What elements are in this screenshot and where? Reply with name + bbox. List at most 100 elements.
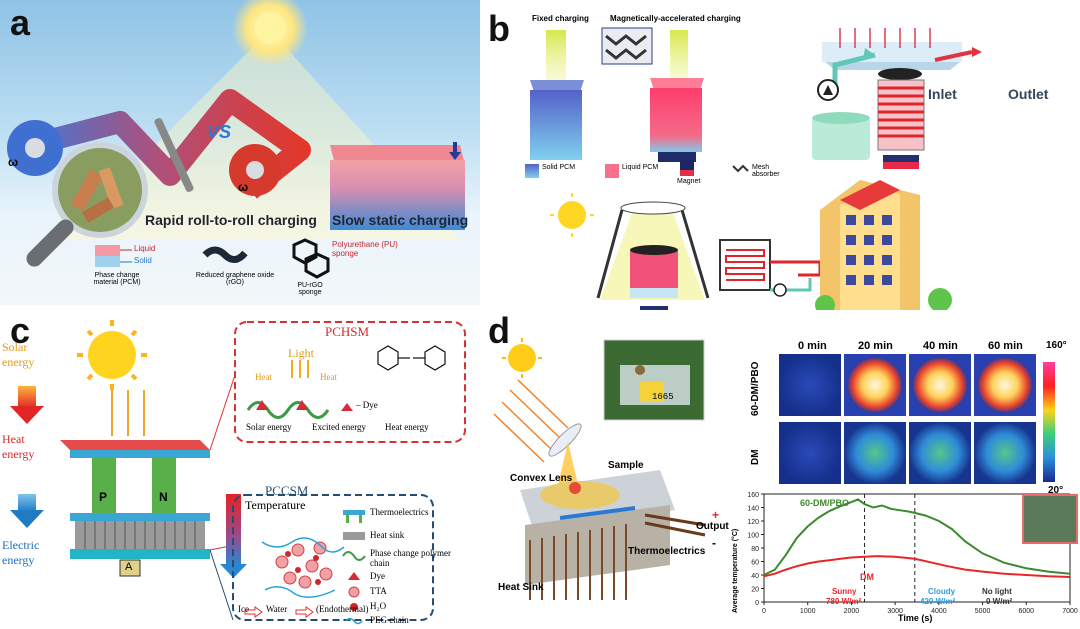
- molecule-icon: [377, 345, 446, 371]
- sun-icon-c: [88, 331, 136, 379]
- caption-slow: Slow static charging: [332, 212, 469, 228]
- time-60: 60 min: [988, 340, 1023, 352]
- x-tick-label: 5000: [975, 608, 991, 615]
- rgo-icon: [202, 246, 248, 263]
- heat-energy-label: Heat energy: [2, 432, 35, 461]
- annot-sunny-sub: 780 W/m²: [826, 597, 862, 606]
- legend-peg: PEG chain: [370, 615, 409, 625]
- legend-dye: Dye: [370, 571, 385, 581]
- legend-polymer: Phase change polymer chain: [370, 548, 451, 568]
- outlet-label: Outlet: [1008, 86, 1049, 102]
- panel-a-illustration: [7, 0, 465, 279]
- panel-b-illustration: [525, 27, 982, 320]
- row-label-dm: DM: [750, 449, 761, 465]
- mag-charging-title: Magnetically-accelerated charging: [610, 14, 741, 23]
- static-block: [330, 160, 465, 230]
- p-label: P: [99, 490, 108, 504]
- x-tick-label: 6000: [1018, 608, 1034, 615]
- legend-series-2: DM: [860, 572, 874, 582]
- panel-d: d: [480, 310, 1080, 629]
- panel-c: c: [0, 310, 480, 629]
- solar-energy-label: Solar energy: [2, 340, 35, 369]
- panel-c-label: c: [10, 310, 31, 351]
- panel-c-illustration: [10, 320, 466, 625]
- flow-excited: Excited energy: [312, 422, 367, 432]
- legend-thermoelectrics: Thermoelectrics: [370, 507, 429, 517]
- sample-label: Sample: [608, 460, 644, 471]
- y-tick-label: 160: [747, 492, 759, 499]
- omega-right: ω: [238, 180, 249, 194]
- heat-sink-label: Heat Sink: [498, 582, 544, 593]
- annot-nolight-sub: 0 W/m²: [986, 597, 1013, 606]
- n-label: N: [159, 490, 168, 504]
- x-tick-label: 4000: [931, 608, 947, 615]
- legend-heatsink: Heat sink: [370, 530, 405, 540]
- flow-heat: Heat energy: [385, 422, 429, 432]
- pu-sponge-icon: [292, 238, 330, 279]
- x-tick-label: 2000: [844, 608, 860, 615]
- panel-d-label: d: [488, 310, 510, 351]
- y-tick-label: 40: [751, 573, 759, 580]
- n-leg: [152, 458, 176, 513]
- series-line-1: [763, 498, 1071, 576]
- legend-solid: Solid: [134, 256, 152, 265]
- y-tick-label: 140: [747, 506, 759, 513]
- magnet-icon: [658, 152, 696, 162]
- legend-liquid-pcm: Liquid PCM: [622, 164, 659, 171]
- vs-label: VS: [207, 122, 232, 142]
- omega-left: ω: [8, 155, 19, 169]
- pccsm-label: PCCSM: [265, 483, 309, 498]
- y-tick-label: 60: [751, 560, 759, 567]
- flow-solar: Solar energy: [246, 422, 292, 432]
- mag-pcm-block: [650, 88, 702, 152]
- legend-pcm: Phase change material (PCM): [93, 272, 141, 286]
- thermoelectrics-label: Thermoelectrics: [628, 546, 706, 557]
- legend-h2o: H₂O: [370, 601, 387, 611]
- legend-solid-pcm: Solid PCM: [542, 164, 576, 171]
- inlet-label: Inlet: [928, 86, 957, 102]
- legend-liquid: Liquid: [134, 244, 156, 253]
- magnifier-icon: [52, 142, 148, 238]
- x-tick-label: 7000: [1062, 608, 1078, 615]
- pchsm-label: PCHSM: [325, 324, 370, 339]
- annot-cloudy-sub: 420 W/m²: [920, 597, 956, 606]
- p-leg: [92, 458, 116, 513]
- scale-max: 160°: [1046, 340, 1067, 351]
- temperature-label: Temperature: [245, 498, 306, 512]
- annot-sunny: Sunny: [832, 587, 857, 596]
- water-label: Water: [266, 604, 288, 614]
- meter-readout: 1665: [652, 392, 674, 402]
- y-axis-label: Average temperature (°C): [732, 528, 739, 613]
- fixed-charging-title: Fixed charging: [532, 14, 589, 23]
- mesh-icon: [605, 34, 647, 60]
- roll-belt: [17, 89, 311, 199]
- plus-sign: +: [712, 508, 720, 522]
- legend-pu: Polyurethane (PU) sponge: [332, 240, 398, 258]
- heat-right-label: Heat: [320, 372, 337, 382]
- time-40: 40 min: [923, 340, 958, 352]
- y-tick-label: 100: [747, 533, 759, 540]
- series-line-2: [763, 555, 1071, 578]
- convex-lens-label: Convex Lens: [510, 473, 573, 484]
- panel-a-label: a: [10, 2, 31, 43]
- legend-tta: TTA: [370, 586, 387, 596]
- x-tick-label: 0: [762, 608, 766, 615]
- panel-b: b Fixed charging Magnetically-accelerate…: [480, 0, 1080, 330]
- electric-energy-label: Electric energy: [2, 538, 40, 567]
- minus-sign: -: [712, 536, 716, 550]
- time-0: 0 min: [798, 340, 827, 352]
- caption-rapid: Rapid roll-to-roll charging: [145, 212, 317, 228]
- time-20: 20 min: [858, 340, 893, 352]
- lens-icon: [548, 423, 582, 457]
- a-label: A: [125, 561, 133, 573]
- endo-label: (Endothermal): [316, 604, 369, 614]
- legend-purgo: PU-rGO sponge: [297, 282, 323, 296]
- annot-cloudy: Cloudy: [928, 587, 956, 596]
- legend-rgo: Reduced graphene oxide (rGO): [195, 272, 275, 286]
- output-label: Output: [696, 521, 729, 532]
- panel-d-illustration: [493, 338, 1055, 600]
- inset-photo: [1022, 494, 1078, 544]
- scale-min: 20°: [1048, 485, 1064, 496]
- heat-left-label: Heat: [255, 372, 272, 382]
